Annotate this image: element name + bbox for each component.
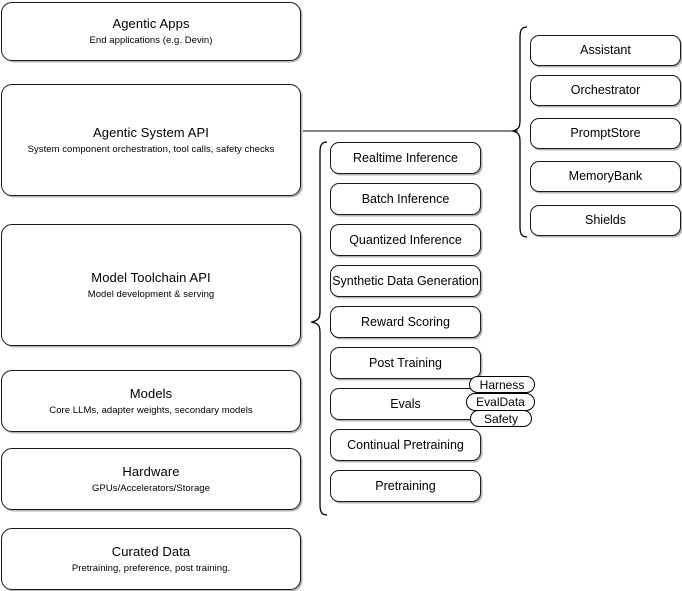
layer-agentic-apps[interactable]: Agentic Apps End applications (e.g. Devi… bbox=[1, 2, 301, 61]
badge-label: Safety bbox=[483, 411, 519, 426]
evals-badge-safety[interactable]: Safety bbox=[470, 410, 532, 427]
toolchain-realtime-inference[interactable]: Realtime Inference bbox=[330, 142, 481, 174]
layer-agentic-system-api[interactable]: Agentic System API System component orch… bbox=[1, 84, 301, 196]
badge-label: Harness bbox=[479, 377, 525, 392]
evals-badge-evaldata[interactable]: EvalData bbox=[466, 393, 535, 411]
chip-label: Post Training bbox=[369, 355, 442, 370]
toolchain-synthetic-data-generation[interactable]: Synthetic Data Generation bbox=[330, 265, 481, 297]
system-memorybank[interactable]: MemoryBank bbox=[530, 161, 681, 192]
layer-hardware[interactable]: Hardware GPUs/Accelerators/Storage bbox=[1, 448, 301, 510]
chip-label: Evals bbox=[390, 396, 421, 411]
toolchain-pretraining[interactable]: Pretraining bbox=[330, 470, 481, 502]
chip-label: Batch Inference bbox=[361, 191, 450, 206]
system-shields[interactable]: Shields bbox=[530, 205, 681, 236]
toolchain-post-training[interactable]: Post Training bbox=[330, 347, 481, 379]
layer-subtitle: Model development & serving bbox=[87, 288, 215, 300]
layer-title: Agentic System API bbox=[93, 124, 209, 140]
system-orchestrator[interactable]: Orchestrator bbox=[530, 75, 681, 106]
badge-label: EvalData bbox=[476, 395, 525, 409]
chip-label: Quantized Inference bbox=[349, 232, 462, 247]
chip-label: MemoryBank bbox=[568, 169, 643, 183]
toolchain-quantized-inference[interactable]: Quantized Inference bbox=[330, 224, 481, 256]
layer-curated-data[interactable]: Curated Data Pretraining, preference, po… bbox=[1, 528, 301, 590]
layer-models[interactable]: Models Core LLMs, adapter weights, secon… bbox=[1, 370, 301, 432]
layer-title: Curated Data bbox=[111, 543, 191, 559]
chip-label: Realtime Inference bbox=[353, 150, 458, 165]
toolchain-reward-scoring[interactable]: Reward Scoring bbox=[330, 306, 481, 338]
layer-subtitle: End applications (e.g. Devin) bbox=[89, 35, 213, 46]
toolchain-evals[interactable]: Evals bbox=[330, 388, 481, 420]
chip-label: PromptStore bbox=[570, 126, 641, 140]
layer-subtitle: GPUs/Accelerators/Storage bbox=[92, 482, 210, 494]
layer-title: Agentic Apps bbox=[112, 16, 190, 31]
chip-label: Continual Pretraining bbox=[347, 437, 464, 452]
chip-label: Synthetic Data Generation bbox=[332, 273, 479, 288]
chip-label: Assistant bbox=[580, 43, 631, 57]
chip-label: Shields bbox=[585, 213, 626, 227]
chip-label: Orchestrator bbox=[570, 83, 641, 97]
layer-title: Hardware bbox=[122, 463, 180, 479]
toolchain-batch-inference[interactable]: Batch Inference bbox=[330, 183, 481, 215]
system-promptstore[interactable]: PromptStore bbox=[530, 118, 681, 149]
chip-label: Reward Scoring bbox=[361, 314, 450, 329]
layer-subtitle: Pretraining, preference, post training. bbox=[71, 562, 231, 574]
layer-title: Model Toolchain API bbox=[91, 269, 211, 285]
toolchain-continual-pretraining[interactable]: Continual Pretraining bbox=[330, 429, 481, 461]
evals-badge-harness[interactable]: Harness bbox=[469, 376, 535, 393]
layer-subtitle: System component orchestration, tool cal… bbox=[27, 143, 275, 155]
layer-title: Models bbox=[129, 385, 173, 401]
system-assistant[interactable]: Assistant bbox=[530, 35, 681, 66]
layer-subtitle: Core LLMs, adapter weights, secondary mo… bbox=[49, 404, 253, 416]
layer-model-toolchain-api[interactable]: Model Toolchain API Model development & … bbox=[1, 224, 301, 346]
chip-label: Pretraining bbox=[375, 478, 436, 493]
